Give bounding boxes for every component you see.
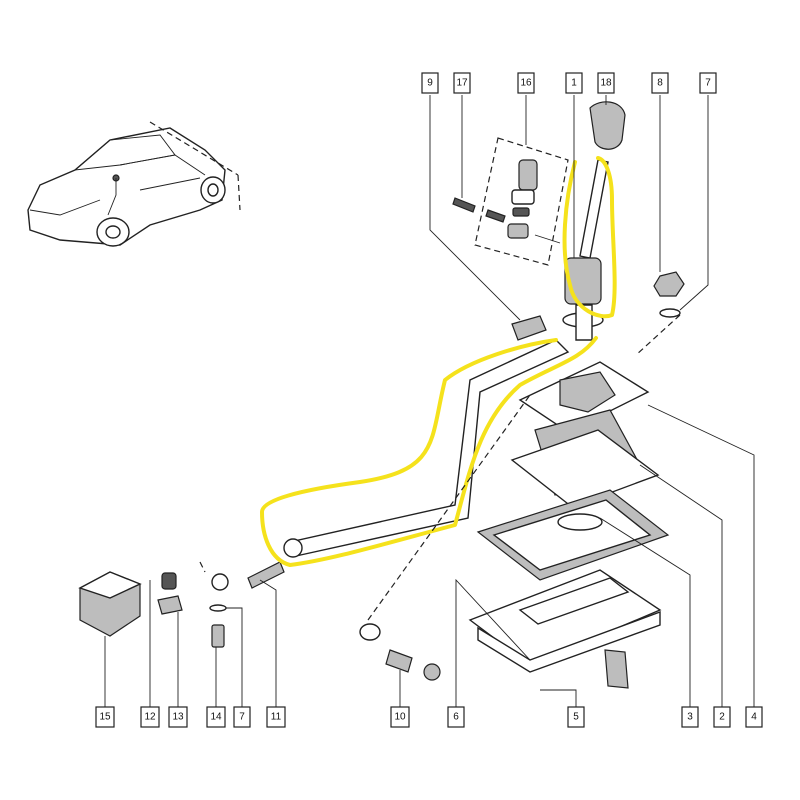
highlight-outline <box>260 156 617 567</box>
ref-4: 4 <box>745 706 763 728</box>
svg-text:7: 7 <box>705 78 711 89</box>
ref-9: 9 <box>421 72 439 94</box>
leader-lines <box>104 95 755 707</box>
ref-14: 14 <box>206 706 226 728</box>
ref-3: 3 <box>681 706 699 728</box>
nut-washer-8-7 <box>653 271 685 318</box>
spring-retainer-10 <box>359 623 441 681</box>
svg-text:2: 2 <box>719 712 725 723</box>
svg-text:7: 7 <box>239 712 245 723</box>
ref-8: 8 <box>651 72 669 94</box>
svg-text:3: 3 <box>687 712 693 723</box>
svg-text:12: 12 <box>144 712 156 723</box>
clevis-9 <box>511 315 547 341</box>
ref-11: 11 <box>266 706 286 728</box>
ref-6: 6 <box>447 706 465 728</box>
ref-13: 13 <box>168 706 188 728</box>
svg-text:16: 16 <box>520 78 532 89</box>
ref-7-top: 7 <box>699 72 717 94</box>
ref-5: 5 <box>567 706 585 728</box>
svg-text:6: 6 <box>453 712 459 723</box>
ref-1: 1 <box>565 72 583 94</box>
gasket-base-plate <box>468 489 670 689</box>
small-parts-group <box>78 561 229 648</box>
svg-text:5: 5 <box>573 712 579 723</box>
ref-15: 15 <box>95 706 115 728</box>
link-rod-11 <box>247 339 570 589</box>
dashed-leader-10 <box>367 394 531 621</box>
ref-16: 16 <box>517 72 535 94</box>
selector-detail-inset <box>452 137 569 266</box>
svg-text:4: 4 <box>751 712 757 723</box>
ref-10: 10 <box>390 706 410 728</box>
svg-text:1: 1 <box>571 78 577 89</box>
car-illustration <box>27 121 241 247</box>
svg-text:18: 18 <box>600 78 612 89</box>
ref-7-bottom: 7 <box>233 706 251 728</box>
ref-2: 2 <box>713 706 731 728</box>
svg-text:8: 8 <box>657 78 663 89</box>
shift-boot-housing <box>510 361 660 508</box>
svg-text:15: 15 <box>99 712 111 723</box>
svg-text:14: 14 <box>210 712 222 723</box>
svg-text:17: 17 <box>456 78 468 89</box>
svg-text:13: 13 <box>172 712 184 723</box>
svg-text:9: 9 <box>427 78 433 89</box>
svg-text:11: 11 <box>271 712 282 723</box>
svg-text:10: 10 <box>394 712 406 723</box>
ref-18: 18 <box>597 72 615 94</box>
ref-17: 17 <box>453 72 471 94</box>
ref-12: 12 <box>140 706 160 728</box>
